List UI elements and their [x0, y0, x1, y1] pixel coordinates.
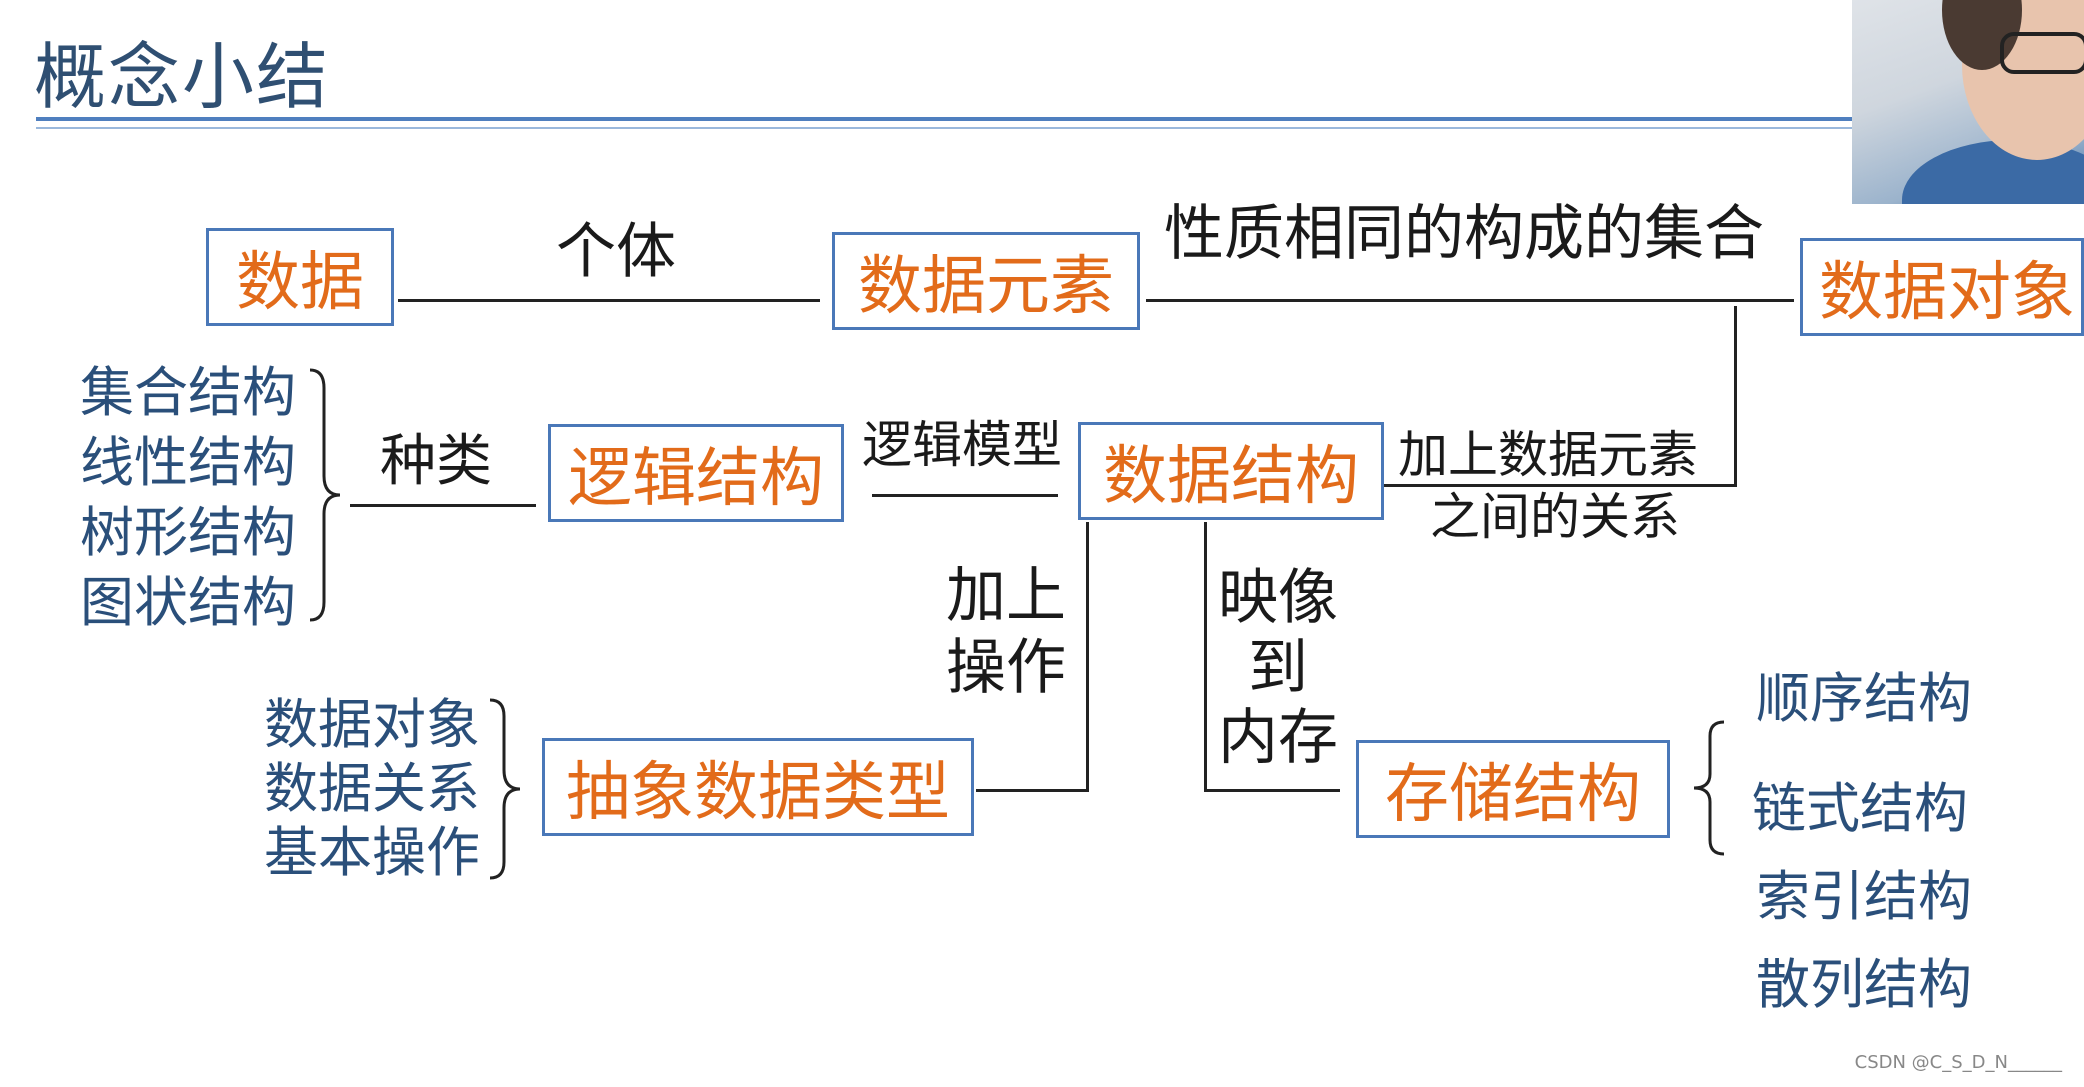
edge-individual-label: 个体 — [556, 217, 676, 287]
adt-parts-list: 数据对象 数据关系 基本操作 — [264, 698, 480, 880]
adt-part-item: 数据对象 — [264, 693, 480, 756]
edge-element-object — [1146, 299, 1794, 302]
edge-add-ops-label: 加上 操作 — [946, 566, 1066, 698]
edge-data-element — [398, 299, 820, 302]
edge-add-ops-line-1: 加上 — [946, 561, 1066, 631]
node-storage-structure-label: 存储结构 — [1385, 758, 1641, 832]
edge-map-line-2: 到 — [1248, 633, 1308, 703]
logical-kind-item: 线性结构 — [80, 431, 296, 494]
adt-parts-brace — [489, 698, 521, 880]
storage-kind-item: 散列结构 — [1756, 953, 1972, 1016]
storage-kind-item: 顺序结构 — [1756, 667, 1972, 730]
edge-add-ops-vertical — [1086, 522, 1089, 792]
node-data: 数据 — [206, 228, 394, 326]
edge-add-relation-label-2: 之间的关系 — [1430, 488, 1680, 546]
edge-logical-model-label: 逻辑模型 — [862, 416, 1062, 474]
edge-map-line-3: 内存 — [1218, 703, 1338, 773]
edge-kinds — [350, 504, 536, 507]
edge-map-label: 映像 到 内存 — [1218, 568, 1338, 768]
logical-kind-item: 图状结构 — [80, 571, 296, 634]
edge-map-vertical — [1204, 522, 1207, 792]
page-title: 概念小结 — [34, 35, 331, 119]
edge-map-horizontal — [1204, 789, 1340, 792]
edge-kinds-label: 种类 — [380, 429, 492, 494]
node-adt-label: 抽象数据类型 — [566, 756, 950, 830]
presenter-glasses — [2000, 32, 2084, 74]
edge-relation-horizontal — [1382, 484, 1737, 487]
edge-same-nature-label: 性质相同的构成的集合 — [1164, 199, 1764, 269]
logical-kinds-list: 集合结构 线性结构 树形结构 图状结构 — [80, 366, 296, 630]
logical-kind-item: 集合结构 — [80, 361, 296, 424]
edge-add-ops-line-2: 操作 — [946, 633, 1066, 703]
adt-part-item: 基本操作 — [264, 821, 480, 884]
logical-kinds-brace — [309, 368, 341, 622]
node-data-structure-label: 数据结构 — [1103, 440, 1359, 514]
logical-kind-item: 树形结构 — [80, 501, 296, 564]
storage-kinds-brace — [1693, 720, 1725, 856]
watermark: CSDN @C_S_D_N______ — [1854, 1052, 2062, 1073]
node-data-element-label: 数据元素 — [858, 250, 1114, 324]
storage-kind-item: 链式结构 — [1752, 777, 1968, 840]
title-rule-thin — [36, 127, 1852, 129]
edge-add-ops-horizontal — [976, 789, 1089, 792]
webcam-overlay — [1852, 0, 2084, 204]
node-logical-structure: 逻辑结构 — [548, 424, 844, 522]
node-adt: 抽象数据类型 — [542, 738, 974, 836]
storage-kind-item: 索引结构 — [1756, 865, 1972, 928]
node-data-structure: 数据结构 — [1078, 422, 1384, 520]
node-data-object: 数据对象 — [1800, 238, 2084, 336]
node-logical-structure-label: 逻辑结构 — [568, 442, 824, 516]
adt-part-item: 数据关系 — [264, 757, 480, 820]
title-rule — [36, 117, 1852, 121]
edge-add-relation-label-1: 加上数据元素 — [1398, 426, 1698, 484]
node-data-element: 数据元素 — [832, 232, 1140, 330]
node-data-label: 数据 — [236, 246, 364, 320]
edge-map-line-1: 映像 — [1218, 563, 1338, 633]
edge-logical-model — [872, 494, 1058, 497]
node-storage-structure: 存储结构 — [1356, 740, 1670, 838]
node-data-object-label: 数据对象 — [1819, 256, 2075, 330]
edge-relation-vertical — [1734, 306, 1737, 486]
